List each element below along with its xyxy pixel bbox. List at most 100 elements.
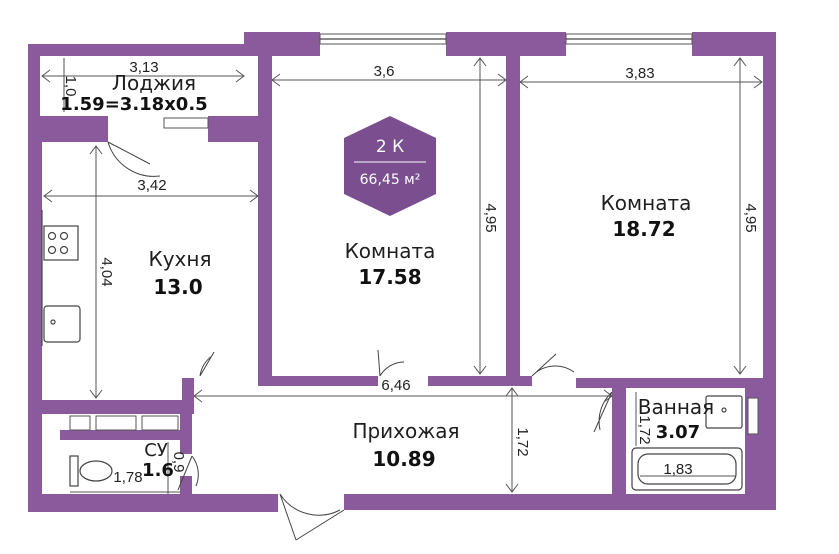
wall-wc-right-low: [180, 476, 192, 512]
toilet-tank-icon: [69, 455, 79, 487]
bath-area: 3.07: [656, 422, 700, 443]
kitchen-name: Кухня: [149, 247, 212, 271]
room-labels: Лоджия 1.59=3.18x0.5 Кухня 13.0 Комната …: [60, 71, 714, 481]
stove-icon: [43, 225, 79, 261]
dimension-labels: 3,13 1,0 3,42 4,04 3,6 4,95 3,83 4,95 6,…: [62, 59, 759, 486]
dim-room1-h: 4,95: [482, 203, 499, 232]
arrow-up: [733, 57, 747, 67]
arrow-up: [473, 57, 487, 67]
door-room1: [199, 351, 215, 377]
arrow-right: [603, 389, 613, 403]
wall-bottom-right: [344, 494, 776, 510]
bathtub-inner-icon: [637, 453, 737, 485]
window-bath: [747, 397, 759, 435]
kitchen-area: 13.0: [153, 275, 202, 299]
door-entrance: [279, 493, 345, 541]
dim-bath-tub: 1,83: [663, 461, 692, 478]
dim-wc-h: 0,9: [170, 452, 187, 473]
loggia-area: 1.59=3.18x0.5: [60, 94, 207, 115]
badge-area: 66,45 м²: [360, 172, 421, 188]
window-wc-1: [69, 415, 91, 431]
wall-hall-top-1: [258, 376, 378, 386]
room2-name: Комната: [601, 191, 692, 215]
badge-rooms: 2 К: [376, 137, 404, 157]
wc-area: 1.6: [142, 460, 174, 481]
hall-name: Прихожая: [352, 419, 459, 443]
burner-icon: [59, 245, 69, 255]
dim-room1-w: 3,6: [374, 63, 395, 80]
door-wc: [177, 455, 199, 491]
dim-room2-w: 3,83: [625, 65, 654, 82]
windows: [69, 33, 759, 435]
arrow-right: [235, 69, 245, 83]
dimension-lines: [41, 57, 763, 494]
bath-drain-icon: [721, 407, 727, 413]
room1-area: 17.58: [358, 265, 421, 289]
burner-icon: [59, 231, 69, 241]
wall-room1-room2: [506, 52, 520, 382]
wall-left-outer: [28, 44, 40, 120]
wall-top-left: [244, 32, 320, 56]
burner-icon: [47, 245, 57, 255]
wall-bottom-left: [28, 494, 278, 512]
arrow-right: [249, 189, 259, 203]
burner-icon: [47, 231, 57, 241]
badge-hexagon: [344, 116, 436, 216]
window-kitchen: [163, 117, 209, 129]
kitchen-sink-icon: [43, 305, 81, 343]
wall-kitchen-room1: [258, 44, 272, 384]
arrow-left: [271, 73, 281, 87]
dim-loggia-w: 3,13: [129, 59, 158, 76]
door-room2-hall: [531, 353, 575, 377]
arrow-left: [41, 69, 51, 83]
dim-loggia-h: 1,0: [62, 76, 79, 97]
window-wc-3: [141, 415, 179, 431]
arrow-down: [505, 483, 519, 493]
arrow-left: [519, 75, 529, 89]
dim-wc-w: 1,78: [113, 469, 142, 486]
bath-name: Ванная: [638, 395, 714, 419]
arrow-up: [505, 387, 519, 397]
kitchen-drain-icon: [50, 319, 56, 325]
dim-hall-w: 6,46: [381, 377, 410, 394]
fixtures: [41, 210, 743, 491]
hall-area: 10.89: [372, 447, 435, 471]
arrow-left: [193, 389, 203, 403]
arrow-down: [89, 389, 103, 399]
room2-area: 18.72: [612, 217, 675, 241]
dim-bath-h: 1,72: [636, 415, 653, 444]
wall-kitchen-bottom: [28, 400, 182, 414]
wall-wc-mid: [60, 430, 184, 440]
wall-left-main: [28, 120, 42, 512]
wall-right-outer: [763, 32, 776, 510]
wall-loggia-bottom-right: [208, 116, 266, 142]
wall-hall-top-2: [428, 376, 532, 386]
door-room1-hall: [377, 349, 405, 377]
arrow-down: [733, 365, 747, 375]
wall-hall-top-3: [576, 378, 776, 388]
bath-sink-icon: [705, 395, 743, 429]
wall-kitchen-bottom-stub: [182, 378, 194, 414]
loggia-name: Лоджия: [112, 71, 196, 95]
arrow-down: [473, 365, 487, 375]
wall-loggia-bottom-left: [28, 116, 108, 142]
wall-bath-left: [612, 388, 626, 494]
wall-wc-right: [180, 414, 192, 454]
toilet-bowl-icon: [79, 460, 113, 482]
dim-kitchen-h: 4,04: [98, 257, 115, 286]
wall-top-right: [692, 32, 776, 56]
window-wc-2: [95, 415, 137, 431]
arrow-left: [43, 189, 53, 203]
dim-kitchen-w: 3,42: [137, 177, 166, 194]
bathtub-icon: [631, 447, 743, 491]
wall-loggia-top: [28, 44, 246, 56]
arrow-right: [753, 75, 763, 89]
arrow-right: [497, 73, 507, 87]
dim-room2-h: 4,95: [742, 203, 759, 232]
wc-name: СУ: [144, 440, 168, 461]
door-kitchen-loggia: [107, 141, 161, 177]
arrow-up: [89, 145, 103, 155]
dim-hall-h: 1,72: [514, 427, 531, 456]
apartment-badge: 2 К 66,45 м²: [344, 116, 436, 216]
